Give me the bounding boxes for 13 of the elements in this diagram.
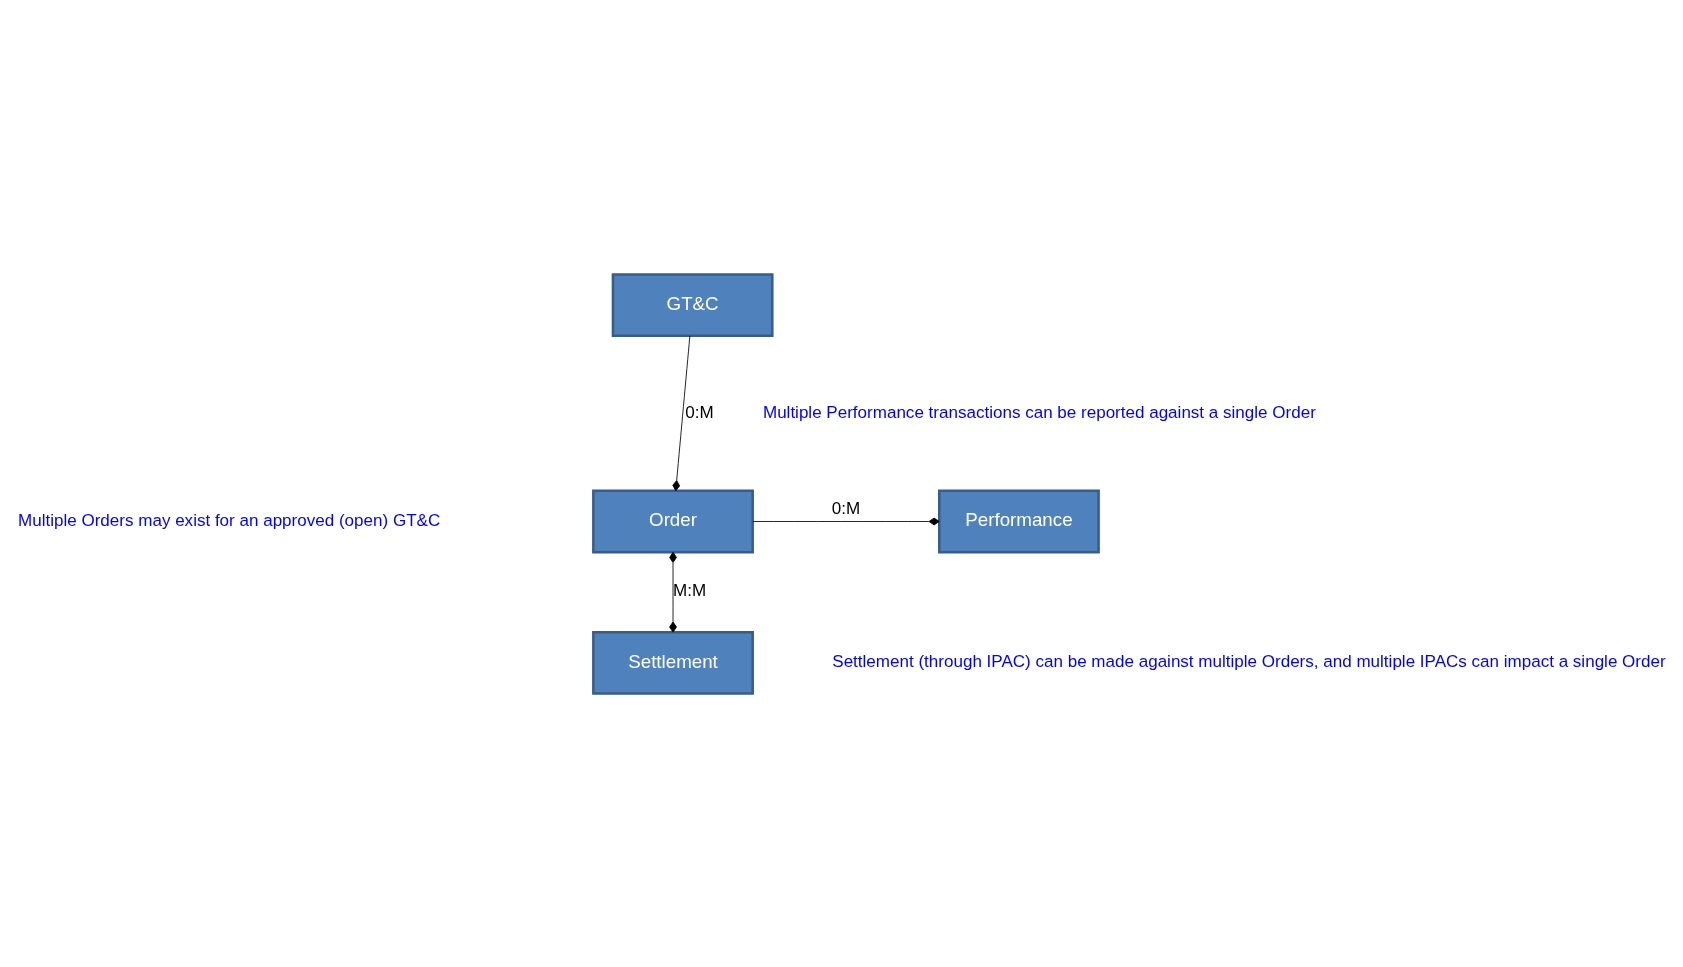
connector — [752, 517, 940, 525]
edge-label: 0:M — [685, 402, 714, 422]
node-box: Order — [592, 489, 754, 553]
node-box: Performance — [938, 489, 1100, 553]
label: Settlement (through IPAC) can be made against multiple Orders, and multiple IPACs can impact a single Order — [832, 651, 1666, 671]
label: Multiple Performance transactions can be reported against a single Order — [762, 402, 1316, 422]
edge-label: M:M — [673, 580, 707, 600]
connector — [672, 334, 691, 491]
label: Multiple Orders may exist for an approved (open) GT&C — [18, 510, 441, 530]
connector — [669, 551, 677, 633]
edge-label: 0:M — [831, 498, 861, 518]
node-box: Settlement — [592, 630, 754, 695]
node-box: GT&C — [611, 272, 774, 337]
